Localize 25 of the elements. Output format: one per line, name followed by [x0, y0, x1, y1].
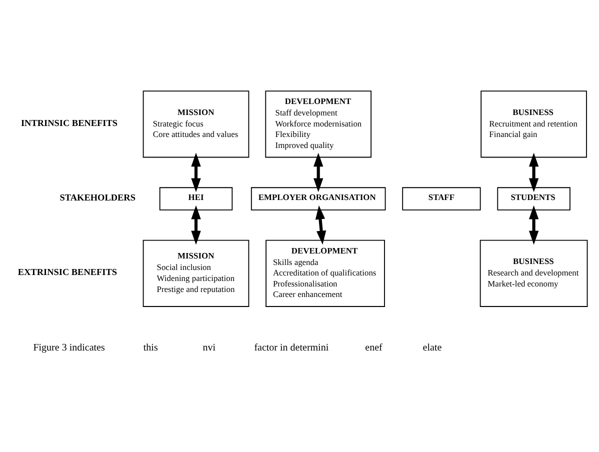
- label: elate: [422, 342, 442, 354]
- node-box: EMPLOYER ORGANISATION: [250, 186, 386, 210]
- node-box: MISSION Strategic focus Core attitudes and values: [142, 90, 250, 158]
- label: Figure 3 indicates: [33, 342, 105, 354]
- node-box: DEVELOPMENT Staff development Workforce modernisation Flexibility Improved quality: [265, 90, 372, 158]
- label: factor in determini: [254, 342, 329, 354]
- label: this: [143, 342, 158, 354]
- label: enef: [365, 342, 382, 354]
- label: STAKEHOLDERS: [60, 192, 136, 202]
- label: nvi: [202, 342, 216, 354]
- arrow: [528, 204, 539, 244]
- label: INTRINSIC BENEFITS: [20, 117, 118, 128]
- arrow: [191, 152, 201, 192]
- node-box: MISSION Social inclusion Widening participation Prestige and reputation: [142, 239, 250, 306]
- node-box: HEI: [159, 186, 233, 210]
- arrow: [315, 204, 326, 244]
- node-box: STUDENTS: [497, 186, 570, 210]
- label: EXTRINSIC BENEFITS: [18, 266, 118, 277]
- node-box: BUSINESS Recruitment and retention Financial gain: [480, 90, 587, 158]
- arrow: [314, 152, 324, 192]
- node-box: DEVELOPMENT Skills agenda Accreditation of qualifications Professionalisation Career enhancement: [266, 239, 385, 306]
- node-box: STAFF: [402, 186, 481, 210]
- arrow: [191, 204, 201, 244]
- arrow: [528, 152, 539, 192]
- node-box: BUSINESS Research and development Market-led economy: [480, 239, 588, 306]
